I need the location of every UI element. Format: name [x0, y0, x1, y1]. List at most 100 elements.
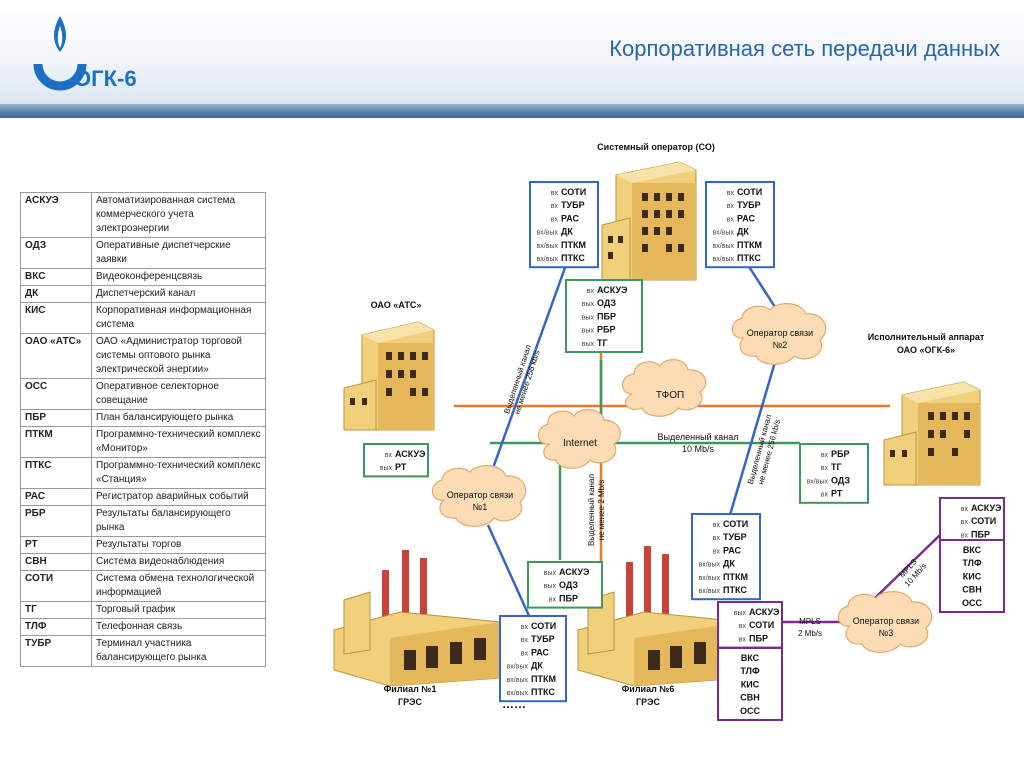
service-name: СВН	[740, 693, 760, 703]
glossary-definition: Регистратор аварийных событий	[91, 488, 266, 506]
glossary-term: СВН	[20, 553, 92, 571]
glossary-term: ВКС	[20, 268, 92, 286]
signal-direction: вх	[961, 532, 969, 539]
signal-name: АСКУЭ	[395, 449, 426, 459]
signal-name: СОТИ	[531, 621, 556, 631]
signal-direction: вх/вых	[507, 677, 529, 684]
glossary-term: ТЛФ	[20, 618, 92, 636]
glossary-definition: Результаты балансирующего рынка	[91, 505, 266, 537]
cloud-operator1: Оператор связи №1	[431, 465, 527, 527]
cloud-internet: Internet	[537, 409, 621, 469]
signal-name: РБР	[831, 449, 849, 459]
glossary-term: РБР	[20, 505, 92, 537]
signal-direction: вх/вых	[713, 230, 735, 237]
glossary-definition: Оперативные диспетчерские заявки	[91, 237, 266, 269]
signal-direction: вых	[544, 570, 557, 577]
glossary-definition: Корпоративная информационная система	[91, 302, 266, 334]
cloud-operator2: Оператор связи №2	[731, 303, 827, 365]
glossary-definition: Диспетчерский канал	[91, 285, 266, 303]
signal-name: СОТИ	[723, 519, 748, 529]
signal-name: АСКУЭ	[559, 567, 590, 577]
signal-name: ОДЗ	[597, 298, 616, 308]
signal-direction: вх	[821, 465, 829, 472]
signal-direction: вх	[727, 190, 735, 197]
signal-name: ТГ	[831, 462, 842, 472]
filial1-label-line1: Филиал №1	[384, 684, 437, 694]
glossary-term: ДК	[20, 285, 92, 303]
ats-green-box-frame	[363, 443, 429, 478]
glossary-definition: План балансирующего рынка	[91, 409, 266, 427]
glossary-term: КИС	[20, 302, 92, 334]
signal-direction: вх	[551, 203, 559, 210]
blue-line-so-op1	[486, 264, 568, 483]
signal-direction: вых	[734, 610, 747, 617]
signal-direction: вх	[727, 203, 735, 210]
signal-direction: вх/вых	[537, 243, 559, 250]
signal-direction: вых	[582, 314, 595, 321]
signal-name: СОТИ	[971, 516, 996, 526]
signal-name: ДК	[723, 559, 735, 569]
mpls-2-label-line1: MPLS	[799, 617, 821, 626]
signal-direction: вх/вых	[537, 256, 559, 263]
glossary-term: ОДЗ	[20, 237, 92, 269]
signal-direction: вх/вых	[507, 664, 529, 671]
signal-direction: вх	[713, 535, 721, 542]
signal-name: РАС	[561, 213, 579, 223]
signal-direction: вх	[521, 650, 529, 657]
mid-2mb-label-line1: Выделенный канал	[587, 474, 596, 546]
signal-direction: вх/вых	[699, 588, 721, 595]
filial6-label-line1: Филиал №6	[622, 684, 675, 694]
signal-name: ПБР	[597, 311, 616, 321]
filial6-purple-bottom-box-frame	[717, 647, 783, 721]
glossary-term: ПТКС	[20, 457, 92, 489]
cloud-operator3: Оператор связи №3	[837, 591, 933, 653]
signal-direction: вх/вых	[699, 562, 721, 569]
service-name: КИС	[963, 571, 982, 581]
glossary-definition: Результаты торгов	[91, 536, 266, 554]
signal-name: ПБР	[559, 593, 578, 603]
so-left-box-frame	[529, 181, 599, 269]
service-name: ТЛФ	[740, 666, 760, 676]
signal-name: ТУБР	[723, 532, 747, 542]
signal-name: РБР	[597, 325, 615, 335]
svg-text:Internet: Internet	[563, 438, 597, 449]
signal-direction: вх	[551, 216, 559, 223]
so-label: Системный оператор (СО)	[597, 142, 715, 152]
glossary-definition: Система обмена технологической информаци…	[91, 570, 266, 602]
signal-name: ТУБР	[561, 200, 585, 210]
glossary-term: РАС	[20, 488, 92, 506]
signal-name: РАС	[723, 545, 741, 555]
signal-name: ОДЗ	[559, 580, 578, 590]
glossary-definition: Терминал участника балансирующего рынка	[91, 635, 266, 667]
filial6-plant	[577, 546, 745, 687]
signal-name: ДК	[737, 227, 749, 237]
filial6-label-line2: ГРЭС	[636, 697, 661, 707]
signal-direction: вх	[961, 519, 969, 526]
service-name: КИС	[741, 679, 760, 689]
signal-direction: вх	[713, 522, 721, 529]
service-name: ТЛФ	[962, 558, 982, 568]
signal-name: ДК	[561, 227, 573, 237]
glossary-definition: Автоматизированная система коммерческого…	[91, 192, 266, 238]
signal-name: ПТКМ	[561, 240, 586, 250]
